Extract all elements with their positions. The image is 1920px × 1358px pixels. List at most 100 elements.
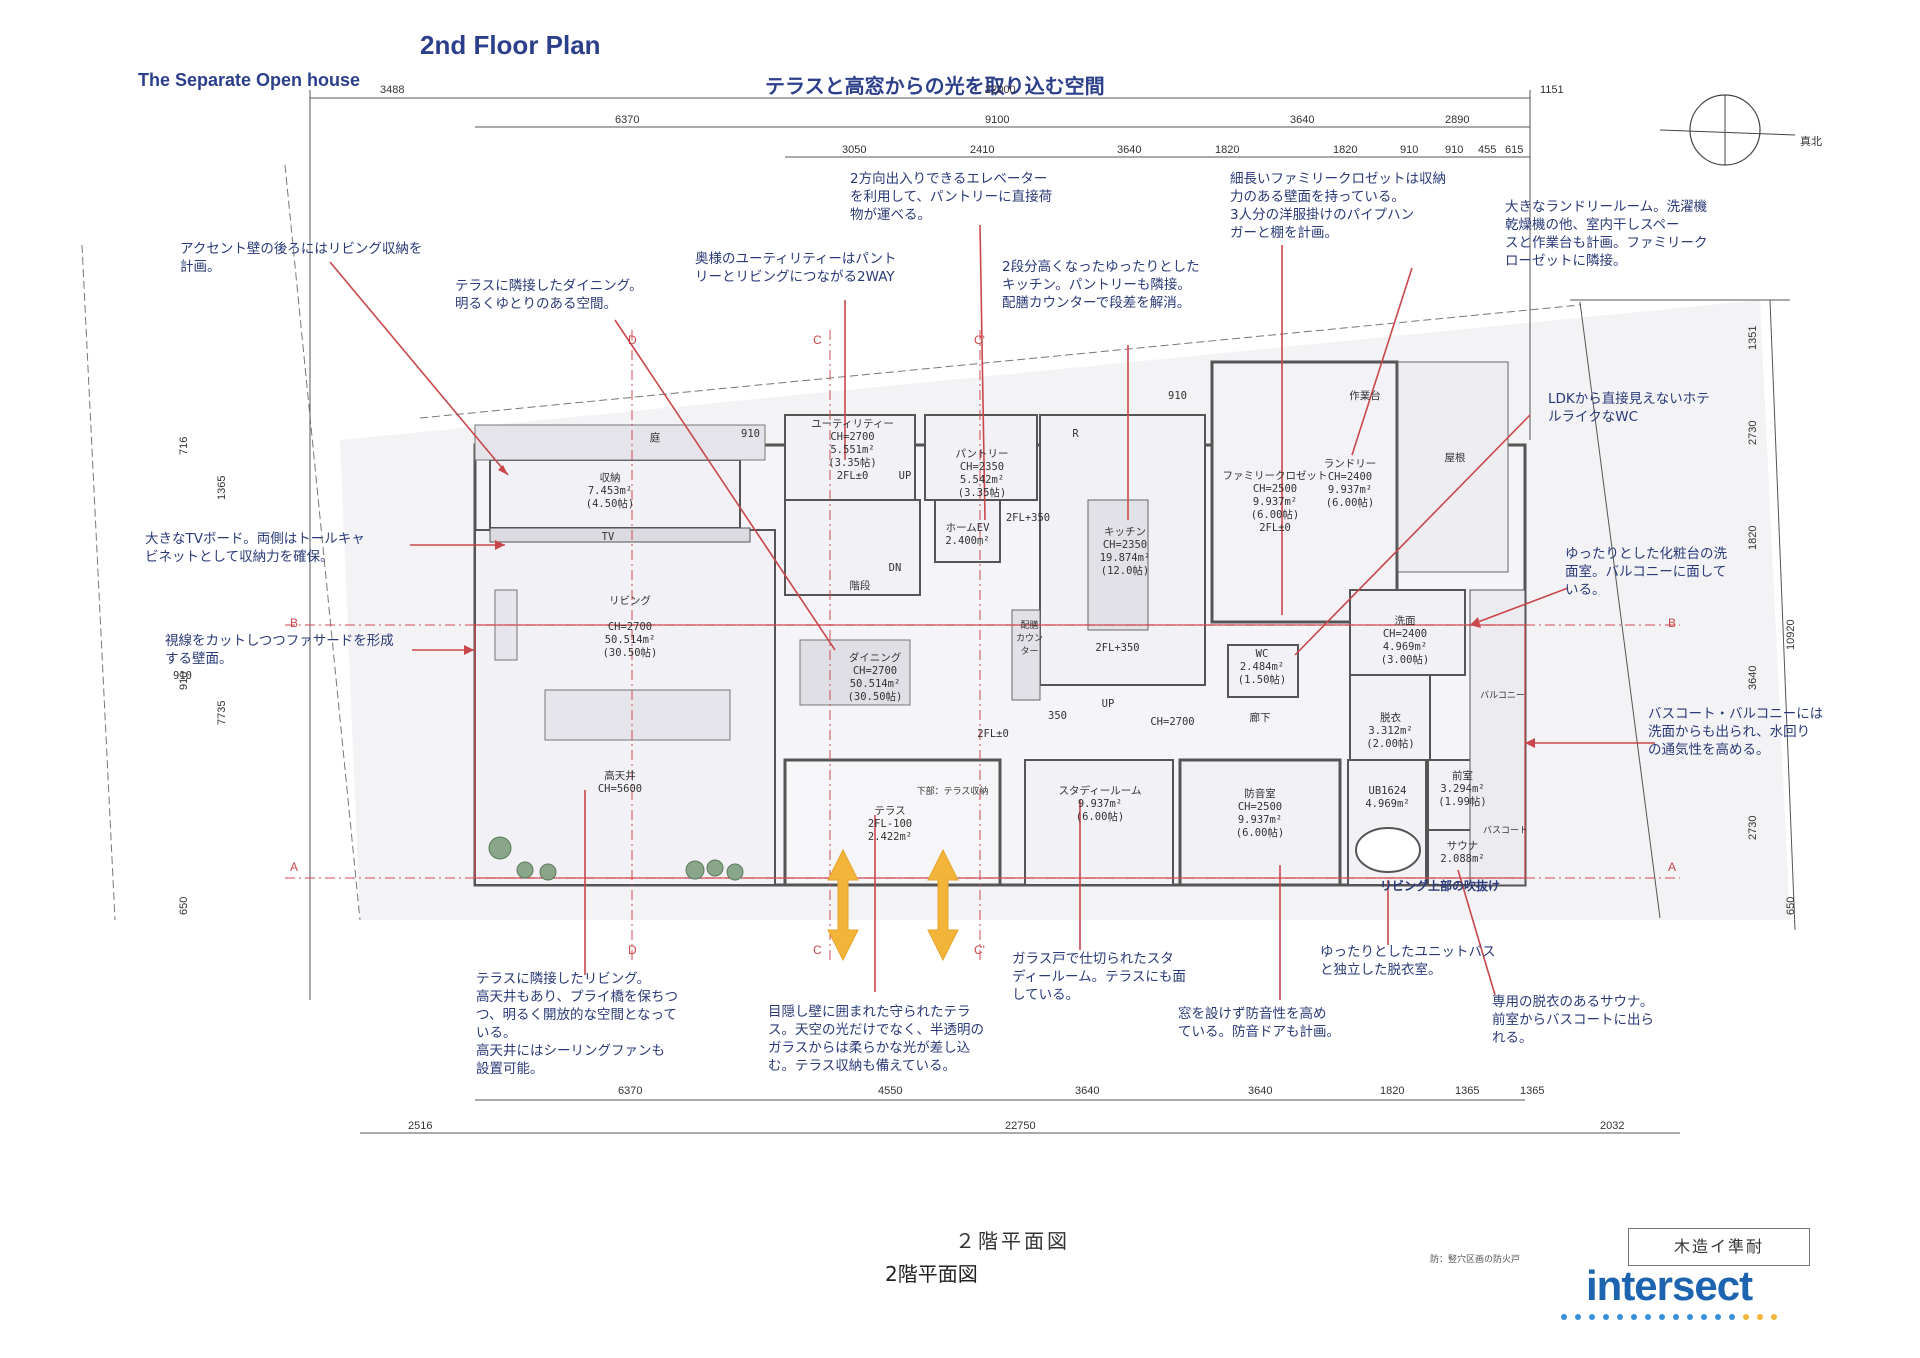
section-marker-c2-top: C' [974,333,985,347]
label-counter: 配膳 カウンター [1015,621,1043,657]
room-wc: WC 2.484m² (1.50帖) [1237,648,1287,686]
label-910-left: 910 [173,670,192,682]
room-sauna: サウナ 2.088m² [1440,840,1485,865]
section-marker-a-right: A [1668,860,1677,874]
label-fl350-pantry: 2FL+350 [1005,512,1051,524]
label-ch2700: CH=2700 [1150,716,1195,728]
dim-right: 10920 [1785,619,1797,650]
utility-area [784,414,916,501]
dim-top: 910 [1400,144,1419,156]
closet-wing [1210,360,1399,624]
label-atrium: リビング上部の吹抜け [1379,879,1500,893]
site-line-right2 [1769,299,1796,931]
dim-top: 22000 [985,84,1016,96]
soundproof-area [1178,758,1342,887]
label-910-garden: 910 [741,428,760,440]
room-laundry: ランドリー CH=2400 9.937m² (6.00帖) [1323,458,1377,509]
dim-top: 3640 [1117,144,1142,156]
dim-bottom: 1365 [1455,1085,1480,1097]
dim-top: 6370 [615,114,640,126]
dim-right: 2730 [1747,815,1759,840]
ev-area [934,499,1001,563]
leader-arrowheads [464,465,1535,748]
fireproof-badge: 木造イ準耐 [1628,1228,1810,1266]
room-dining: ダイニング CH=2700 50.514m² (30.50帖) [847,652,903,703]
dim-top: 1151 [1540,84,1564,96]
dim-right: 3640 [1747,665,1759,690]
room-home-ev: ホームEV 2.400m² [945,522,990,547]
site-line-left [284,164,361,921]
dim-right: 1351 [1747,325,1759,350]
dim-top: 1820 [1333,144,1358,156]
terrace-area [783,758,1002,887]
dim-bottom: 6370 [618,1085,643,1097]
balcony-area [1469,589,1526,886]
section-frame [474,624,1526,879]
note-laundry: 大きなランドリールーム。洗濯機 乾燥機の他、室内干しスペー スと作業台も計画。フ… [1505,199,1708,269]
room-garden: 庭 [649,432,661,444]
site-line-top [419,304,1581,419]
bathtub [1355,827,1421,873]
note-sauna: 専用の脱衣のあるサウナ。 前室からバスコートに出ら れる。 [1492,994,1654,1046]
section-marker-c-bottom: C [813,943,822,957]
dimension-lines [309,90,1790,1134]
label-dn: DN [888,562,902,574]
dim-bottom: 3640 [1075,1085,1100,1097]
note-accent-wall: アクセント壁の後ろにはリビング収納を 計画。 [180,241,423,275]
note-dining: テラスに隣接したダイニング。 明るくゆとりのある空間。 [455,278,643,312]
page-title: 2nd Floor Plan [420,30,601,60]
note-study: ガラス戸で仕切られたスタ ディールーム。テラスにも面 している。 [1012,951,1186,1003]
dim-left: 716 [178,436,190,455]
label-fl0: 2FL±0 [977,728,1009,740]
section-marker-a-left: A [290,860,299,874]
room-pantry: パントリー CH=2350 5.542m² (3.35帖) [955,448,1009,499]
dim-bottom: 2516 [408,1120,433,1132]
dim-top: 615 [1505,144,1524,156]
dressing-area [1349,674,1431,761]
note-tv-board: 大きなTVボード。両側はトールキャ ビネットとして収納力を確保。 [145,531,365,565]
caption: 2階平面図 [885,1262,978,1286]
dim-top: 9100 [985,114,1010,126]
room-high-ceiling: 高天井 CH=5600 [597,770,643,795]
site-line-right [1579,301,1661,919]
stairs-area [784,499,921,596]
dim-top: 1820 [1215,144,1240,156]
note-unit-bath: ゆったりとしたユニットバス と独立した脱衣室。 [1320,944,1496,978]
note-elevator: 2方向出入りできるエレベーター を利用して、パントリーに直接荷 物が運べる。 [850,171,1053,223]
label-terrace-storage: 下部：テラス収納 [916,787,989,797]
sofa [544,689,731,741]
room-worktable: 作業台 [1349,390,1381,402]
room-corridor: 廊下 [1249,712,1271,724]
pantry-area [924,414,1038,501]
label-tv: TV [601,531,615,543]
label-up-kitchen: UP [1101,698,1115,710]
wc-area [1227,644,1299,698]
dim-left: 650 [178,896,190,915]
leader-lines [329,224,1655,1000]
note-family-closet: 細長いファミリークロゼットは収納 力のある壁面を持っている。 3人分の洋服掛けの… [1230,171,1446,241]
room-study: スタディールーム 9.937m² (6.00帖) [1058,785,1142,823]
room-roof: 屋根 [1444,452,1466,464]
light-arrows [827,848,959,962]
note-living: テラスに隣接したリビング。 高天井もあり、プライ橋を保ちつ つ、明るく開放的な空… [476,971,678,1077]
note-terrace: 目隠し壁に囲まれた守られたテラ ス。天空の光だけでなく、半透明の ガラスからは柔… [768,1004,984,1074]
room-dressing: 脱衣 3.312m² (2.00帖) [1366,712,1415,750]
dim-right: 2730 [1747,420,1759,445]
label-balcony: バルコニー [1480,691,1525,701]
note-bath-court: バスコート・バルコニーには 洗面からも出られ、水回り の通気性を高める。 [1648,706,1824,758]
dim-bottom: 22750 [1005,1120,1036,1132]
dim-top: 3640 [1290,114,1315,126]
study-area [1024,759,1174,886]
section-marker-b-right: B [1668,616,1677,630]
dim-top: 2890 [1445,114,1470,126]
note-facade: 視線をカットしつつファサードを形成 する壁面。 [165,633,394,667]
room-family-closet: ファミリークロゼット CH=2500 9.937m² (6.00帖) 2FL±0 [1222,470,1328,534]
dim-left: 1365 [216,475,228,500]
dim-left: 7735 [216,700,228,725]
note-wc: LDKから直接見えないホテ ルライクなWC [1548,391,1710,425]
dining-table [799,639,911,706]
dim-bottom: 4550 [878,1085,903,1097]
dim-right: 1820 [1747,525,1759,550]
tv-board [489,527,751,543]
dim-bottom: 2032 [1600,1120,1625,1132]
